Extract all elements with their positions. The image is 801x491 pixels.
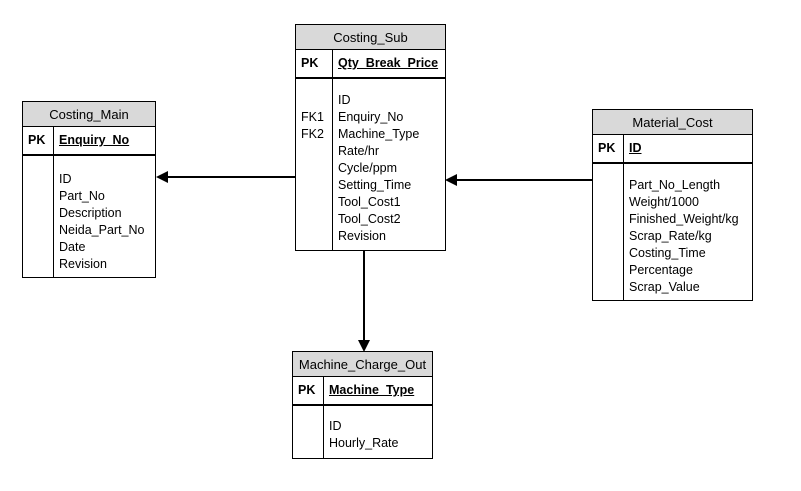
field: Part_No_Length <box>629 178 721 192</box>
field: ID <box>338 93 351 107</box>
field: Part_No <box>59 189 105 203</box>
field: Scrap_Rate/kg <box>629 229 712 243</box>
field: Setting_Time <box>338 178 412 192</box>
entity-costing-sub: Costing_Sub PK Qty_Break_Price FK1 FK2 I… <box>295 24 446 251</box>
entity-machine-charge-out: Machine_Charge_Out PK Machine_Type ID Ho… <box>292 351 433 459</box>
field: Hourly_Rate <box>329 436 399 450</box>
entity-material-cost: Material_Cost PK ID Part_No_Length Weigh… <box>592 109 753 301</box>
field: Neida_Part_No <box>59 223 145 237</box>
entity-body: Part_No_Length Weight/1000 Finished_Weig… <box>593 164 752 300</box>
entity-body: FK1 FK2 ID Enquiry_No Machine_Type Rate/… <box>296 79 445 250</box>
field-column: ID Enquiry_No Machine_Type Rate/hr Cycle… <box>333 79 419 250</box>
field: Machine_Type <box>338 127 420 141</box>
field: Rate/hr <box>338 144 379 158</box>
field: Weight/1000 <box>629 195 699 209</box>
field: Finished_Weight/kg <box>629 212 739 226</box>
field: Cycle/ppm <box>338 161 398 175</box>
pk-row: PK ID <box>593 135 752 164</box>
key-column <box>593 164 624 300</box>
field-column: Part_No_Length Weight/1000 Finished_Weig… <box>624 164 739 300</box>
entity-costing-main: Costing_Main PK Enquiry_No ID Part_No De… <box>22 101 156 278</box>
entity-title: Machine_Charge_Out <box>293 352 432 377</box>
entity-body: ID Hourly_Rate <box>293 406 432 458</box>
field-column: ID Part_No Description Neida_Part_No Dat… <box>54 156 144 277</box>
entity-title: Costing_Main <box>23 102 155 127</box>
pk-label: PK <box>296 50 333 77</box>
key-column <box>23 156 54 277</box>
field: Revision <box>338 229 386 243</box>
key-column: FK1 FK2 <box>296 79 333 250</box>
entity-body: ID Part_No Description Neida_Part_No Dat… <box>23 156 155 277</box>
field: Scrap_Value <box>629 280 700 294</box>
pk-field: Machine_Type <box>329 383 415 397</box>
field: Tool_Cost1 <box>338 195 401 209</box>
entity-title: Material_Cost <box>593 110 752 135</box>
field: Percentage <box>629 263 693 277</box>
field: Date <box>59 240 86 254</box>
pk-label: PK <box>293 377 324 404</box>
pk-field: Enquiry_No <box>59 133 130 147</box>
pk-row: PK Qty_Break_Price <box>296 50 445 79</box>
key-label <box>301 92 332 109</box>
field: Tool_Cost2 <box>338 212 401 226</box>
pk-row: PK Enquiry_No <box>23 127 155 156</box>
key-column <box>293 406 324 458</box>
key-label: FK1 <box>301 110 324 124</box>
field: Costing_Time <box>629 246 706 260</box>
field: ID <box>329 419 342 433</box>
pk-label: PK <box>23 127 54 154</box>
field: ID <box>59 172 72 186</box>
key-label: FK2 <box>301 127 324 141</box>
pk-row: PK Machine_Type <box>293 377 432 406</box>
pk-label: PK <box>593 135 624 162</box>
entity-title: Costing_Sub <box>296 25 445 50</box>
pk-field: ID <box>629 141 642 155</box>
field-column: ID Hourly_Rate <box>324 406 398 458</box>
field: Enquiry_No <box>338 110 404 124</box>
pk-field: Qty_Break_Price <box>338 56 439 70</box>
field: Description <box>59 206 122 220</box>
field: Revision <box>59 257 107 271</box>
